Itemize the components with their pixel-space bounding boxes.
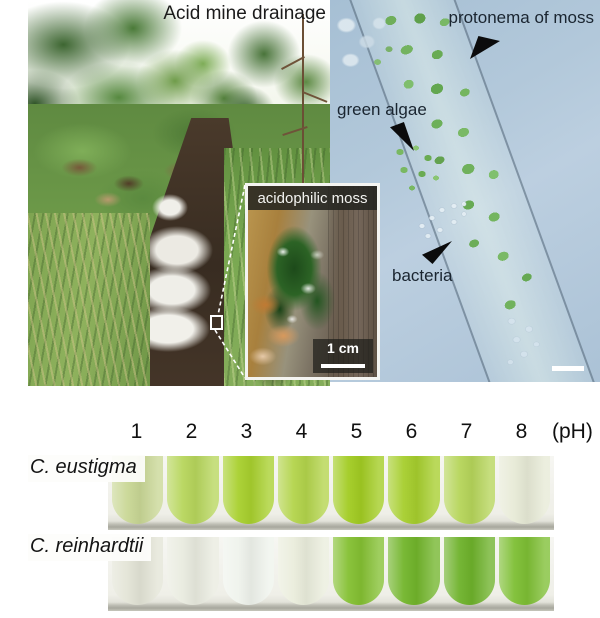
culture-tube [498, 456, 551, 524]
twig [302, 91, 328, 103]
culture-tube [277, 456, 330, 524]
bubble-cluster [498, 308, 560, 374]
green-algae-label: green algae [337, 100, 427, 119]
ph-number: 3 [240, 420, 253, 443]
twig [281, 56, 305, 70]
culture-tube [222, 456, 275, 524]
dead-sapling [276, 14, 330, 186]
culture-tube [443, 537, 496, 605]
scale-bar [321, 364, 365, 368]
ph-number: 1 [130, 420, 143, 443]
ph-number: 5 [350, 420, 363, 443]
culture-tube [443, 456, 496, 524]
twig [282, 126, 308, 136]
species-label-reinhardtii: C. reinhardtii [28, 534, 152, 561]
culture-tube [277, 537, 330, 605]
tube-row-eustigma [108, 456, 554, 530]
moss-inset-photo: acidophilic moss 1 cm [245, 183, 380, 380]
panel-title: Acid mine drainage [163, 3, 326, 24]
bacteria-cluster [412, 196, 474, 244]
protonema-label: protonema of moss [448, 8, 594, 27]
green-algae-cluster [382, 138, 448, 198]
culture-tube [333, 456, 385, 524]
inset-title: acidophilic moss [257, 189, 368, 207]
inset-title-bar: acidophilic moss [248, 186, 377, 210]
culture-tube [388, 456, 440, 524]
protonema-arrowhead-icon [470, 36, 500, 59]
inset-scale-box: 1 cm [313, 339, 373, 373]
culture-tube [498, 537, 551, 605]
ph-number: 4 [295, 420, 308, 443]
cell-debris [330, 5, 412, 97]
tube-row-reinhardtii [108, 537, 554, 611]
ph-scale-row: 1 2 3 4 5 6 7 8 [109, 420, 549, 446]
ph-number: 8 [515, 420, 528, 443]
stream-water [152, 194, 188, 221]
culture-tube [333, 537, 385, 605]
ph-number: 6 [405, 420, 418, 443]
culture-tube [167, 456, 219, 524]
scale-bar-label: 1 cm [327, 340, 359, 356]
orange-rocks [248, 273, 308, 377]
ph-number: 7 [460, 420, 473, 443]
culture-tube [388, 537, 440, 605]
species-label-eustigma: C. eustigma [28, 455, 145, 482]
micrograph-scale-bar [552, 366, 584, 371]
field-photo-acid-mine-drainage: Acid mine drainage [28, 0, 330, 386]
culture-tube [222, 537, 275, 605]
ph-unit-label: (pH) [552, 420, 593, 443]
bacteria-label: bacteria [392, 266, 453, 285]
ph-number: 2 [185, 420, 198, 443]
culture-tube [167, 537, 219, 605]
foreground-grass [28, 213, 150, 386]
